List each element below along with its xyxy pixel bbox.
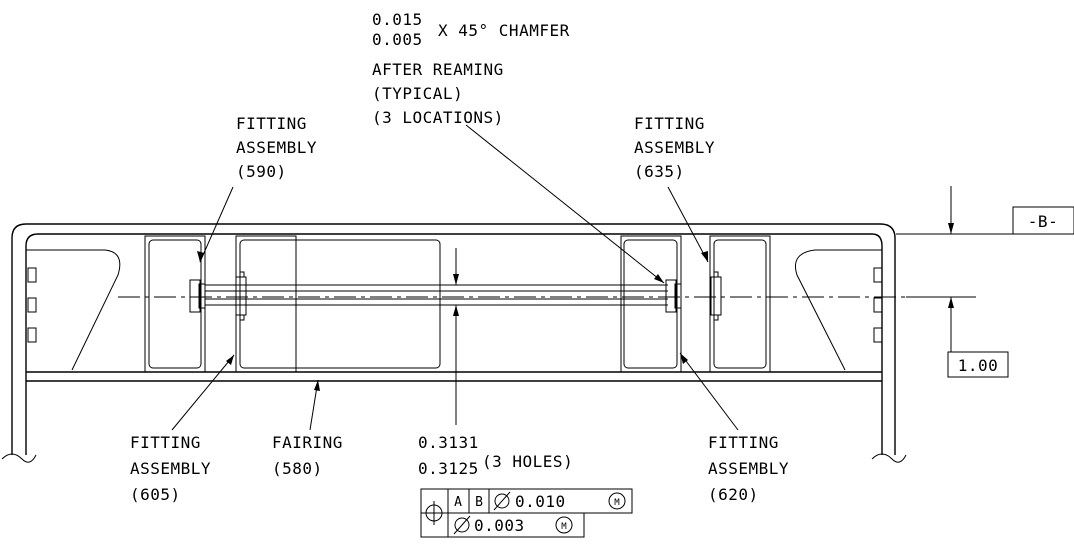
reamed-bore [205, 284, 668, 306]
datum-b-frame [1012, 206, 1074, 235]
left-end-cap [26, 249, 121, 371]
hole-dia-lower: 0.3125 [418, 459, 479, 478]
fitting-605 [235, 271, 247, 321]
callout-580-line-2: (580) [272, 459, 323, 478]
fitting-620 [665, 279, 682, 313]
callout-635-line-3: (635) [634, 162, 685, 181]
fcf-tolerance-2: 0.003 [474, 516, 525, 535]
basic-dimension-value: 1.00 [958, 356, 999, 375]
feature-control-frame: A B 0.010 M 0.003 M [420, 488, 633, 538]
callout-605-line-1: FITTING [130, 433, 201, 452]
callout-590-line-1: FITTING [236, 114, 307, 133]
callout-590-line-2: ASSEMBLY [236, 138, 317, 157]
callout-620-line-2: ASSEMBLY [708, 459, 789, 478]
chamfer-line-2: AFTER REAMING [372, 60, 504, 79]
callout-fairing-580: FAIRING (580) [272, 433, 343, 478]
callout-590-line-3: (590) [236, 162, 287, 181]
diameter-icon [494, 493, 510, 509]
mmc-icon [555, 516, 573, 534]
callout-fitting-590: FITTING ASSEMBLY (590) [236, 114, 317, 181]
callout-635-line-2: ASSEMBLY [634, 138, 715, 157]
chamfer-note: 0.015 0.005 X 45° CHAMFER AFTER REAMING … [372, 10, 570, 127]
callout-fitting-635: FITTING ASSEMBLY (635) [634, 114, 715, 181]
callout-635-line-1: FITTING [634, 114, 705, 133]
callout-605-line-3: (605) [130, 485, 181, 504]
right-end-cap [795, 249, 883, 371]
callout-fitting-605: FITTING ASSEMBLY (605) [130, 433, 211, 504]
callout-620-line-1: FITTING [708, 433, 779, 452]
mmc-icon [608, 492, 626, 510]
diameter-icon [454, 517, 470, 533]
datum-b-label: -B- [1028, 212, 1058, 231]
leaders [171, 124, 739, 431]
hole-dia-upper: 0.3131 [418, 433, 479, 452]
fitting-590 [189, 279, 206, 313]
datum-dimension [896, 186, 1074, 352]
chamfer-line-3: (TYPICAL) [372, 84, 463, 103]
chamfer-tol-upper: 0.015 [372, 10, 423, 29]
fcf-datum-a: A [454, 495, 462, 510]
callout-fitting-620: FITTING ASSEMBLY (620) [708, 433, 789, 504]
fcf-datum-b: B [475, 495, 483, 510]
callout-620-line-3: (620) [708, 485, 759, 504]
callout-580-line-1: FAIRING [272, 433, 343, 452]
chamfer-line-4: (3 LOCATIONS) [372, 108, 504, 127]
mmc-modifier-1: M [614, 498, 620, 508]
hole-count-note: (3 HOLES) [482, 452, 573, 471]
chamfer-tol-lower: 0.005 [372, 30, 423, 49]
callout-605-line-2: ASSEMBLY [130, 459, 211, 478]
basic-dimension-frame [947, 351, 1009, 378]
fcf-tolerance-1: 0.010 [515, 492, 566, 511]
hole-dimension [453, 248, 459, 425]
fitting-635 [710, 271, 722, 321]
chamfer-line-1: X 45° CHAMFER [438, 21, 570, 40]
mmc-modifier-2: M [561, 522, 567, 532]
